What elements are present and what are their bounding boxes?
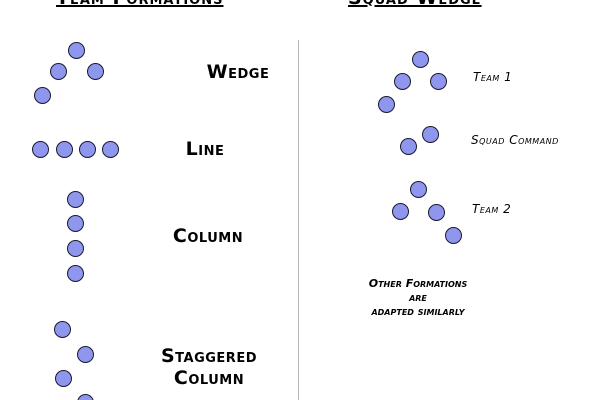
team-2-soldier-dot: [445, 227, 462, 244]
wedge-soldier-dot: [50, 63, 67, 80]
other-formations-note: Other Formations are adapted similarly: [330, 277, 506, 319]
team-1-soldier-dot: [412, 51, 429, 68]
staggered-column-soldier-dot: [55, 370, 72, 387]
note-line-3: adapted similarly: [371, 305, 465, 318]
note-line-1: Other Formations: [368, 277, 468, 290]
team-2-soldier-dot: [410, 181, 427, 198]
team-1-label: Team 1: [473, 70, 513, 84]
line-label: Line: [160, 138, 250, 160]
wedge-label-text: Wedge: [206, 61, 270, 83]
staggered-column-label-line-1: Staggered: [160, 345, 257, 367]
team-2-soldier-dot: [428, 204, 445, 221]
team-2-soldier-dot: [392, 203, 409, 220]
column-soldier-dot: [67, 215, 84, 232]
wedge-soldier-dot: [34, 87, 51, 104]
line-soldier-dot: [102, 141, 119, 158]
staggered-column-soldier-dot: [54, 321, 71, 338]
note-line-2: are: [409, 291, 427, 304]
squad-command-dot: [400, 138, 417, 155]
team-2-label: Team 2: [472, 202, 512, 216]
staggered-column-soldier-dot: [77, 346, 94, 363]
wedge-soldier-dot: [68, 42, 85, 59]
squad-command-dot: [422, 126, 439, 143]
line-soldier-dot: [79, 141, 96, 158]
column-soldier-dot: [67, 240, 84, 257]
line-soldier-dot: [32, 141, 49, 158]
wedge-soldier-dot: [87, 63, 104, 80]
column-label: Column: [158, 225, 258, 247]
staggered-column-label: Staggered Column: [144, 345, 274, 389]
column-divider: [298, 40, 299, 400]
team-1-soldier-dot: [378, 96, 395, 113]
line-label-text: Line: [185, 138, 225, 160]
wedge-label: Wedge: [168, 61, 308, 83]
squad-wedge-heading: Squad Wedge: [348, 0, 482, 9]
staggered-column-soldier-dot: [77, 394, 94, 400]
team-1-soldier-dot: [430, 73, 447, 90]
team-1-soldier-dot: [394, 73, 411, 90]
column-label-text: Column: [172, 225, 244, 247]
squad-command-label: Squad Command: [471, 133, 559, 147]
line-soldier-dot: [56, 141, 73, 158]
column-soldier-dot: [67, 265, 84, 282]
team-formations-heading: Team Formations: [56, 0, 223, 9]
column-soldier-dot: [67, 191, 84, 208]
staggered-column-label-line-2: Column: [173, 367, 245, 389]
